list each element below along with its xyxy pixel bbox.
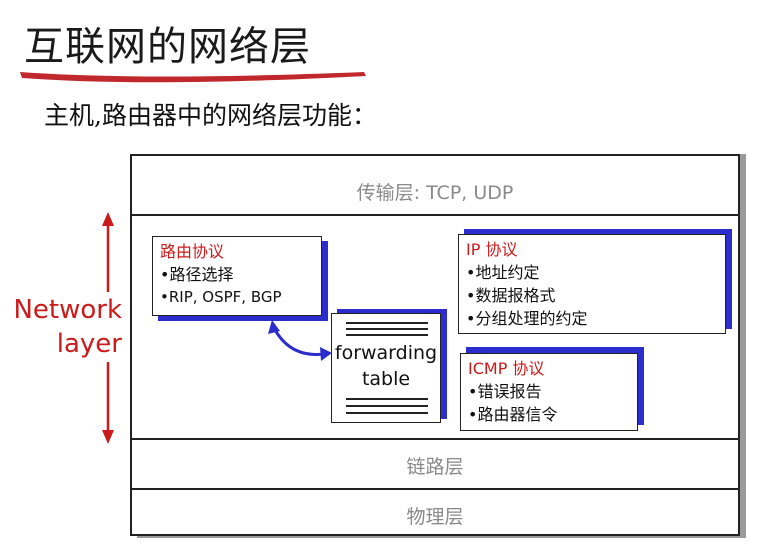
ip-item: •分组处理的约定 bbox=[466, 309, 588, 328]
forwarding-table: forwarding table bbox=[331, 313, 441, 423]
physical-layer-label: 物理层 bbox=[406, 506, 464, 528]
network-layer-word2: layer bbox=[56, 329, 122, 359]
routing-item: •RIP, OSPF, BGP bbox=[160, 288, 282, 306]
ip-item: •地址约定 bbox=[466, 263, 540, 282]
title-underline bbox=[20, 72, 366, 83]
transport-layer-label: 传输层: TCP, UDP bbox=[356, 182, 514, 204]
forwarding-text: forwarding bbox=[334, 342, 438, 364]
page-title: 互联网的网络层 bbox=[24, 24, 311, 70]
network-layer-word1: Network bbox=[13, 295, 122, 325]
divider-physical bbox=[132, 488, 738, 490]
routing-item: •路径选择 bbox=[160, 265, 234, 284]
icmp-item: •路由器信令 bbox=[468, 405, 558, 424]
icmp-protocol-box: ICMP 协议 •错误报告 •路由器信令 bbox=[460, 353, 638, 431]
table-rule bbox=[346, 322, 428, 324]
routing-forwarding-arrow bbox=[268, 320, 332, 361]
ip-heading: IP 协议 bbox=[466, 240, 518, 259]
table-rule bbox=[346, 334, 428, 336]
subtitle: 主机,路由器中的网络层功能： bbox=[44, 101, 377, 130]
table-rule bbox=[346, 398, 428, 400]
divider-link bbox=[132, 438, 738, 440]
table-rule bbox=[346, 328, 428, 330]
ip-item: •数据报格式 bbox=[466, 286, 556, 305]
protocol-stack: 传输层: TCP, UDP 链路层 物理层 bbox=[130, 154, 740, 536]
ip-protocol-box: IP 协议 •地址约定 •数据报格式 •分组处理的约定 bbox=[458, 234, 726, 334]
network-layer-arrow bbox=[102, 212, 114, 444]
table-rule bbox=[346, 405, 428, 407]
network-layer-label: Network layer bbox=[0, 293, 122, 361]
table-text: table bbox=[361, 368, 411, 390]
link-layer-label: 链路层 bbox=[406, 456, 464, 478]
routing-protocol-box: 路由协议 •路径选择 •RIP, OSPF, BGP bbox=[152, 236, 322, 316]
table-rule bbox=[346, 412, 428, 414]
divider-transport bbox=[132, 214, 738, 216]
icmp-item: •错误报告 bbox=[468, 382, 542, 401]
icmp-heading: ICMP 协议 bbox=[468, 359, 545, 378]
routing-heading: 路由协议 bbox=[160, 242, 225, 261]
